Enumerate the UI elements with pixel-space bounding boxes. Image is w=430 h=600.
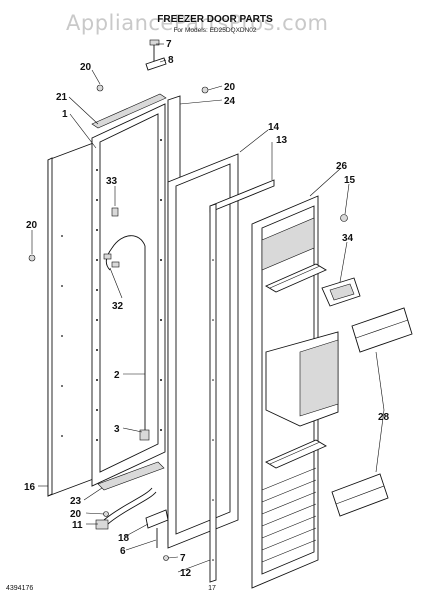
part-21-top-bracket <box>91 93 167 129</box>
callout-15: 15 <box>344 175 356 186</box>
screw-20-left <box>28 254 36 262</box>
callout-20-right: 20 <box>224 82 236 93</box>
diagram-subtitle: For Models: ED25DQXDN02 <box>173 27 256 34</box>
part-1-door-frame <box>91 103 166 487</box>
callout-34: 34 <box>342 233 354 244</box>
watermark: AppliancePartsPros.com <box>66 11 329 35</box>
callout-3: 3 <box>114 424 120 435</box>
part-11-lower-tube <box>95 487 157 530</box>
screw-20-bottom <box>103 511 109 517</box>
part-28-upper-bin <box>351 307 413 353</box>
part-28-lower-bin <box>331 473 389 517</box>
callout-26: 26 <box>336 161 348 172</box>
callout-23: 23 <box>70 496 82 507</box>
callout-20-bottom: 20 <box>70 509 82 520</box>
callout-7-top: 7 <box>166 39 172 50</box>
callout-7-bottom: 7 <box>180 553 186 564</box>
callout-1: 1 <box>62 109 68 120</box>
part-16-outer-panel <box>47 141 97 497</box>
part-34-chute <box>321 277 361 307</box>
part-15-screw <box>340 214 348 222</box>
callout-24: 24 <box>224 96 236 107</box>
callout-20-top: 20 <box>80 62 92 73</box>
callout-32: 32 <box>112 301 124 312</box>
callout-21: 21 <box>56 92 68 103</box>
screw-7-bottom <box>163 555 169 561</box>
callout-11: 11 <box>72 520 83 531</box>
callout-12: 12 <box>180 568 192 579</box>
callout-14: 14 <box>268 122 280 133</box>
footer-part-number: 4394176 <box>6 585 33 592</box>
callout-2: 2 <box>114 370 120 381</box>
screw-20-right <box>201 86 209 94</box>
diagram-title: FREEZER DOOR PARTS <box>157 14 273 25</box>
footer-page-number: 17 <box>208 585 216 592</box>
callout-6: 6 <box>120 546 126 557</box>
callout-33: 33 <box>106 176 118 187</box>
callout-13: 13 <box>276 135 288 146</box>
part-32-wire-harness <box>103 235 150 441</box>
callout-18: 18 <box>118 533 130 544</box>
part-12-gasket <box>167 153 239 549</box>
callout-16: 16 <box>24 482 36 493</box>
leader-lines <box>31 43 385 573</box>
part-33-clip <box>111 207 119 217</box>
callout-28: 28 <box>378 412 390 423</box>
part-8-hinge <box>145 39 167 71</box>
callout-20-left: 20 <box>26 220 38 231</box>
callout-8: 8 <box>168 55 174 66</box>
part-26-inner-liner <box>251 195 339 589</box>
screw-20-top <box>96 84 104 92</box>
part-13-breaker-strip <box>209 179 275 583</box>
